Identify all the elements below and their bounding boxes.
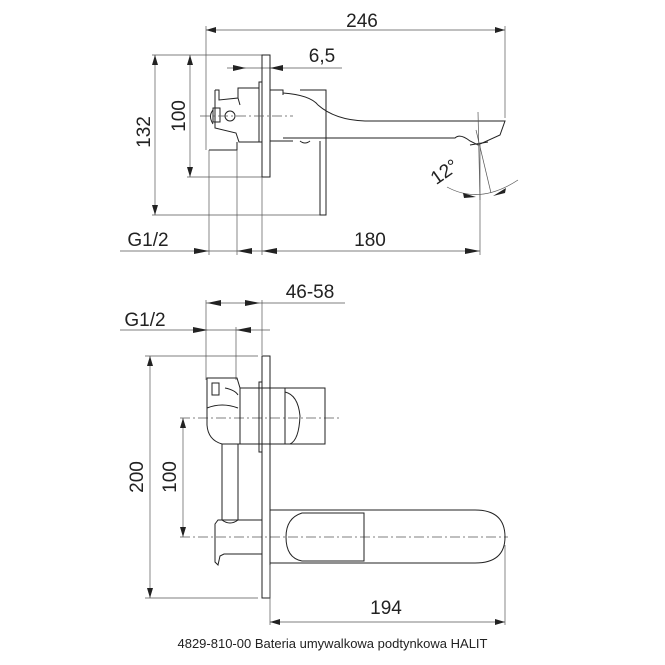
arrowhead — [245, 300, 260, 306]
valve-inlet — [210, 109, 214, 125]
arrowhead — [236, 327, 251, 333]
plate-gasket — [258, 381, 263, 453]
dim-label-200: 200 — [127, 461, 148, 493]
plate-gasket — [258, 81, 263, 143]
angle-arc — [446, 179, 519, 195]
angle-reference-line — [475, 129, 492, 194]
front-view: 46-58 G1/2 200 100 194 — [120, 282, 508, 625]
spout — [282, 92, 506, 146]
valve-port — [211, 382, 220, 396]
valve-body — [209, 87, 259, 151]
spout-inner-contour — [285, 512, 365, 562]
dim-label-194: 194 — [370, 598, 402, 619]
spout-front — [270, 509, 506, 564]
arrowhead — [493, 188, 506, 196]
dim-label-132: 132 — [134, 116, 155, 148]
handle — [284, 387, 326, 445]
arrowhead — [207, 300, 221, 306]
dim-label-246: 246 — [346, 11, 378, 32]
dim-label-g1-2-top: G1/2 — [127, 230, 168, 251]
dim-label-6-5: 6,5 — [309, 46, 335, 67]
arrowhead — [270, 65, 283, 71]
arrowhead — [193, 327, 208, 333]
supply-pipe — [221, 444, 239, 524]
valve-detail — [206, 387, 239, 409]
dim-label-46-58: 46-58 — [286, 282, 335, 303]
dim-label-g1-2-front: G1/2 — [124, 310, 165, 331]
dim-label-100-front: 100 — [160, 461, 181, 493]
mixer-box — [239, 387, 286, 445]
drawing-caption: 4829-810-00 Bateria umywalkowa podtynkow… — [177, 636, 488, 651]
valve-port — [212, 107, 221, 123]
arrowhead — [233, 65, 246, 71]
arrowhead — [194, 248, 209, 254]
arrowhead — [237, 248, 252, 254]
dim-label-12-deg: 12° — [427, 156, 463, 190]
lever-handle — [270, 89, 327, 216]
dim-label-100: 100 — [169, 100, 190, 132]
arrowhead — [262, 248, 277, 254]
arrowhead — [463, 193, 476, 198]
arrowhead — [465, 248, 480, 254]
dim-label-180: 180 — [354, 230, 386, 251]
wall-plate-front — [261, 355, 271, 599]
pipe-elbow — [214, 519, 262, 566]
side-view: 246 6,5 132 100 12° — [120, 11, 519, 255]
